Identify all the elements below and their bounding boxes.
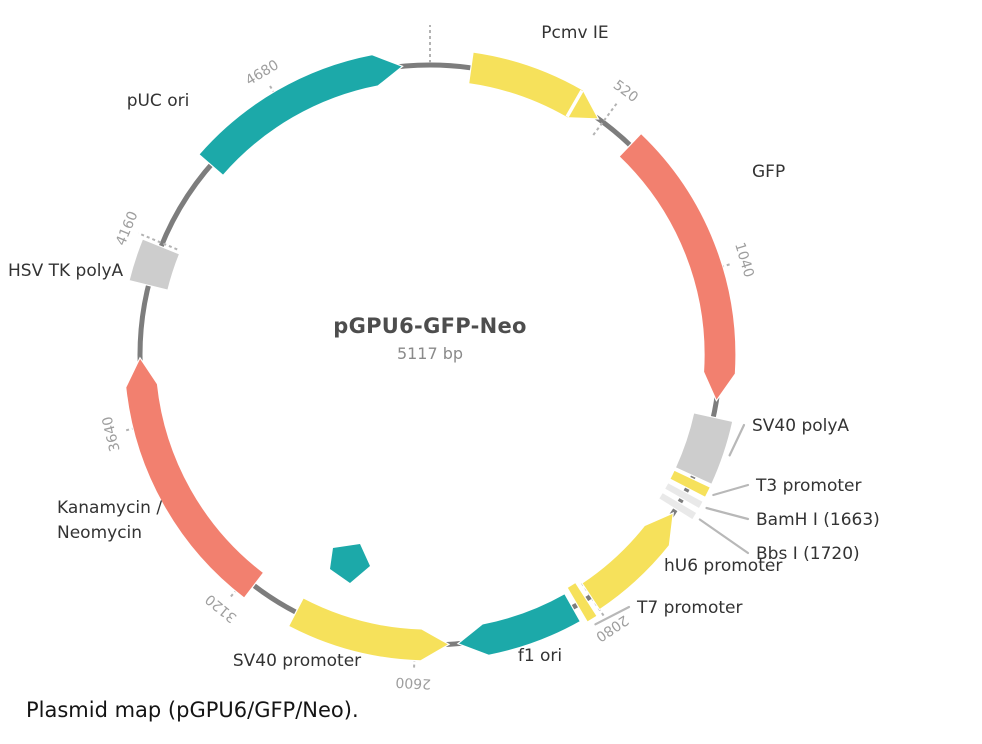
feature-label-puc-ori: pUC ori — [127, 91, 190, 111]
feature-label-hsv-tk-polya: HSV TK polyA — [8, 261, 124, 281]
feature-label-bamhi-site: BamH I (1663) — [756, 510, 880, 530]
feature-arc-sv40-polya — [674, 412, 734, 486]
feature-label-sv40-polya: SV40 polyA — [752, 416, 849, 436]
tick-label-4160: 4160 — [113, 209, 142, 248]
caption: Plasmid map (pGPU6/GFP/Neo). — [26, 698, 359, 722]
feature-arc-t7-promoter — [566, 581, 598, 623]
feature-arc-gfp — [618, 132, 737, 402]
tick-label-3120: 3120 — [203, 591, 241, 626]
feature-arc-bamhi-site — [663, 481, 705, 510]
tick-label-2600: 2600 — [395, 674, 431, 692]
feature-arc-pcmv-ie — [467, 51, 600, 120]
tick-label-4680: 4680 — [243, 57, 282, 89]
leader-bbsi-site — [698, 518, 750, 555]
tick-4160 — [138, 232, 178, 251]
feature-arc-kanamycin-neomycin — [125, 356, 265, 599]
feature-label-t3-promoter: T3 promoter — [755, 476, 862, 496]
tick-520 — [592, 100, 620, 136]
leader-sv40-polya — [728, 423, 746, 457]
feature-label-bbsi-site: Bbs I (1720) — [756, 544, 860, 564]
feature-divider-pcmv-ie — [565, 89, 584, 118]
leader-bamhi-site — [705, 506, 750, 521]
misc-feature-marker — [330, 544, 370, 583]
feature-arc-puc-ori — [198, 53, 404, 177]
feature-label-f1-ori: f1 ori — [518, 646, 562, 666]
feature-label-pcmv-ie: Pcmv IE — [541, 23, 608, 43]
feature-arc-sv40-promoter — [287, 597, 451, 662]
feature-arc-f1-ori — [456, 592, 582, 656]
leader-t7-promoter — [594, 605, 631, 626]
tick-label-1040: 1040 — [731, 241, 757, 280]
feature-label-sv40-promoter: SV40 promoter — [233, 651, 361, 671]
leader-t3-promoter — [712, 483, 750, 497]
tick-label-3640: 3640 — [100, 415, 124, 453]
feature-arc-bbsi-site — [657, 491, 698, 521]
feature-label-gfp: GFP — [752, 162, 785, 182]
feature-label-hu6-promoter: hU6 promoter — [664, 556, 782, 576]
feature-label-t7-promoter: T7 promoter — [636, 598, 743, 618]
feature-label-kanamycin-neomycin: Neomycin — [57, 523, 142, 543]
feature-arc-hsv-tk-polya — [128, 238, 181, 291]
feature-label-kanamycin-neomycin: Kanamycin / — [57, 498, 162, 518]
tick-label-520: 520 — [610, 77, 641, 106]
feature-arc-t3-promoter — [668, 469, 712, 499]
feature-arc-hu6-promoter — [581, 511, 675, 611]
